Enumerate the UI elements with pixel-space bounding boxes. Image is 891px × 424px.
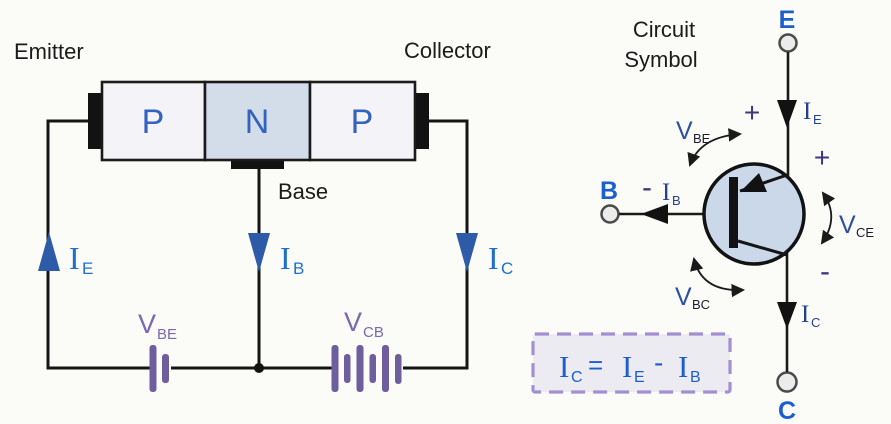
terminal-c-node <box>776 371 798 393</box>
formula-lhs-symbol: I <box>559 349 569 384</box>
vbc-arc-icon <box>690 257 746 298</box>
ic-arrow-icon <box>777 302 797 329</box>
transistor-emitter-arrow-icon <box>740 173 767 192</box>
ic-label-right: I C <box>801 301 820 330</box>
circuit-symbol-title-line1: Circuit <box>633 17 695 42</box>
ie-symbol-right: I <box>803 98 811 125</box>
vbe-arc-icon <box>687 128 743 167</box>
vbe-symbol-right: V <box>676 117 693 145</box>
vcb-symbol: V <box>344 307 362 337</box>
minus-sign-base: - <box>642 171 652 204</box>
ie-arrow-up-icon <box>38 232 60 271</box>
vbe-label: V BE <box>138 309 177 343</box>
plus-sign-emitter: + <box>744 97 760 128</box>
vcb-battery-icon <box>331 345 402 392</box>
vcb-subscript: CB <box>363 324 384 341</box>
ib-arrow-down-icon <box>248 233 270 272</box>
vbe-subscript-right: BE <box>693 131 711 146</box>
ie-symbol: I <box>69 240 80 276</box>
formula-minus: - <box>654 347 663 378</box>
vbe-battery-icon <box>149 345 169 392</box>
vce-symbol: V <box>839 211 856 239</box>
vbc-symbol: V <box>675 283 692 311</box>
ie-label-right: I E <box>803 98 822 127</box>
n-region-base <box>203 80 312 162</box>
circuit-symbol-title-line2: Symbol <box>624 47 697 72</box>
emitter-label: Emitter <box>14 39 84 64</box>
terminal-e-label: E <box>779 6 796 34</box>
ie-subscript-right: E <box>813 112 822 127</box>
ib-subscript-right: B <box>672 193 681 208</box>
vbe-subscript: BE <box>157 326 177 343</box>
transistor-collector-line <box>737 239 788 257</box>
terminal-b-node <box>600 204 620 224</box>
junction-dot <box>254 363 264 373</box>
vbe-label-right: V BE <box>676 117 711 146</box>
vbe-symbol: V <box>138 309 156 339</box>
formula-box-border <box>531 332 732 394</box>
vcb-label: V CB <box>344 307 384 341</box>
formula-box: I C = I E - I B <box>531 332 732 394</box>
ib-label-right: I B <box>662 179 681 208</box>
ie-subscript: E <box>82 259 93 278</box>
formula-term2-symbol: I <box>678 349 688 384</box>
ib-label: I B <box>280 240 304 278</box>
ic-subscript-right: C <box>811 315 820 330</box>
circuit-symbol-diagram: Circuit Symbol E B C I E I B I <box>600 6 874 424</box>
minus-sign-collector: - <box>820 255 830 288</box>
ib-symbol-right: I <box>662 179 670 206</box>
terminal-e-node <box>778 33 798 53</box>
ic-label: I C <box>488 240 513 278</box>
ic-subscript: C <box>501 259 513 278</box>
p2-letter: P <box>351 103 374 141</box>
ib-arrow-icon <box>641 204 668 224</box>
emitter-electrode <box>88 93 103 149</box>
n-letter: N <box>245 103 270 141</box>
collector-electrode <box>414 93 429 149</box>
plus-sign-collector: + <box>814 142 830 173</box>
ib-subscript: B <box>293 259 304 278</box>
formula-term1-subscript: E <box>634 369 645 386</box>
transistor-base-bar <box>729 177 738 248</box>
ie-label: I E <box>69 240 93 278</box>
formula-lhs-subscript: C <box>571 369 583 386</box>
ie-arrow-icon <box>777 100 797 128</box>
ic-symbol: I <box>488 240 499 276</box>
base-electrode <box>231 159 284 169</box>
terminal-c-label: C <box>778 397 796 424</box>
ic-symbol-right: I <box>801 301 809 328</box>
vbc-subscript: BC <box>692 297 710 312</box>
formula-equals: = <box>588 350 603 380</box>
base-label: Base <box>278 179 328 204</box>
ic-arrow-down-icon <box>456 233 478 272</box>
vce-subscript: CE <box>856 225 874 240</box>
collector-label: Collector <box>404 38 491 63</box>
formula-term1-symbol: I <box>622 349 632 384</box>
vce-label: V CE <box>839 211 874 240</box>
ib-symbol: I <box>280 240 291 276</box>
p1-letter: P <box>142 103 165 141</box>
terminal-b-label: B <box>600 177 618 205</box>
structure-diagram: Emitter Collector P N P Base I E I B <box>14 38 513 392</box>
vce-arc-icon <box>820 191 836 245</box>
formula-term2-subscript: B <box>690 369 701 386</box>
p-region-collector <box>308 80 417 162</box>
vbc-label: V BC <box>675 283 710 312</box>
